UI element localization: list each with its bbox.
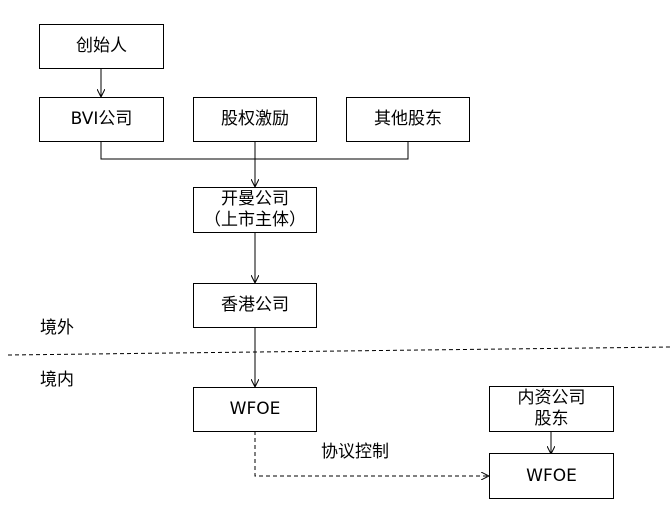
node-domestic-label-line1: 内资公司 <box>517 388 586 408</box>
node-wfoe-right-label: WFOE <box>526 465 577 486</box>
node-founder-label: 创始人 <box>76 36 127 56</box>
node-wfoe-right: WFOE <box>489 453 614 499</box>
node-kaiman: 开曼公司 （上市主体） <box>193 187 317 233</box>
node-wfoe-left-label: WFOE <box>229 399 281 419</box>
node-other-shareholders: 其他股东 <box>346 97 470 142</box>
node-hk-label: 香港公司 <box>221 295 289 315</box>
node-domestic-label-line2: 股东 <box>534 409 569 429</box>
node-esop: 股权激励 <box>193 97 317 142</box>
node-bvi-label: BVI公司 <box>70 109 133 129</box>
node-esop-label: 股权激励 <box>221 109 289 129</box>
node-other-shareholders-label: 其他股东 <box>374 109 442 129</box>
node-kaiman-label-line2: （上市主体） <box>204 210 306 230</box>
label-offshore: 境外 <box>40 318 74 338</box>
label-onshore: 境内 <box>40 370 74 390</box>
node-hk: 香港公司 <box>193 283 317 328</box>
label-agreement-control: 协议控制 <box>321 442 389 462</box>
dashed-agreement-arrow <box>254 431 488 476</box>
node-wfoe-left: WFOE <box>193 387 317 432</box>
border-dashed-line <box>7 346 671 356</box>
node-founder: 创始人 <box>39 24 164 69</box>
node-bvi: BVI公司 <box>39 97 164 142</box>
node-domestic-shareholders: 内资公司 股东 <box>489 386 614 432</box>
node-kaiman-label-line1: 开曼公司 <box>221 189 289 209</box>
